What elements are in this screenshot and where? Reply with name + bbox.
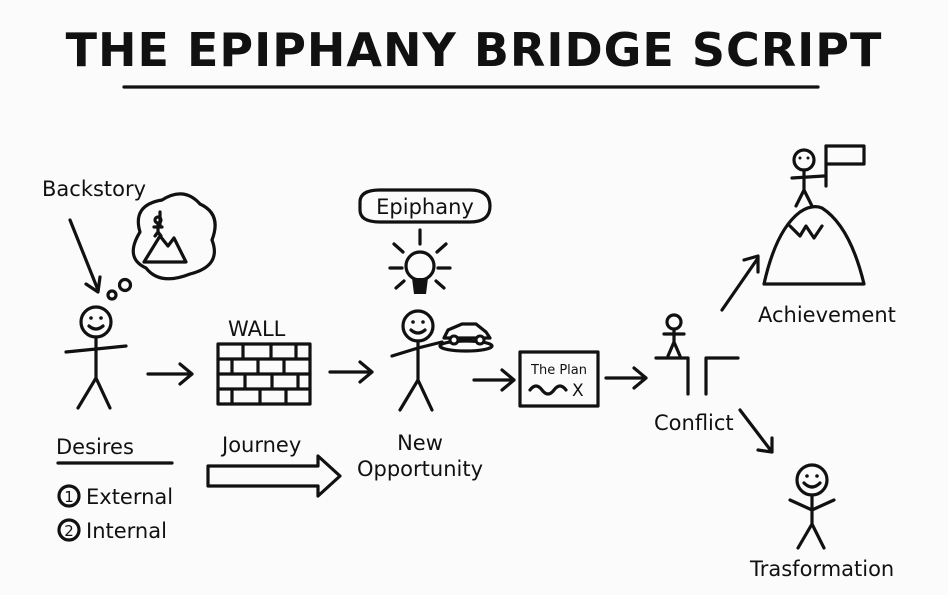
hero-stick-figure (64, 305, 128, 410)
transformation-label: Trasformation (749, 557, 894, 581)
opportunity-label: Opportunity (357, 457, 483, 481)
plan-box: The Plan X (518, 350, 600, 408)
epiphany-label: Epiphany (376, 195, 474, 219)
desires-label: Desires (56, 435, 134, 459)
thought-bubble-icon (106, 192, 217, 301)
plan-x-mark: X (572, 381, 584, 401)
car-icon (438, 322, 494, 353)
arrow-icon (472, 368, 516, 392)
epiphany-bubble: Epiphany (358, 188, 492, 224)
flag-icon (824, 144, 866, 188)
arrow-icon (604, 366, 648, 390)
external-label: External (86, 485, 173, 509)
opportunity-stick-figure (390, 309, 444, 412)
transformed-stick-figure (788, 463, 836, 550)
internal-number: 2 (64, 522, 74, 540)
conflict-gap (654, 313, 740, 396)
conflict-label: Conflict (654, 411, 734, 435)
arrow-icon (328, 360, 374, 384)
journey-label: Journey (220, 433, 301, 457)
journey-arrow-icon (206, 454, 342, 498)
internal-number-circle (57, 518, 81, 542)
backstory-arrow-icon (68, 218, 102, 294)
plan-label: The Plan (530, 363, 587, 378)
internal-label: Internal (86, 519, 167, 543)
external-number-circle (57, 484, 81, 508)
achievement-label: Achievement (758, 303, 896, 327)
wall-label: WALL (228, 317, 286, 341)
backstory-label: Backstory (42, 177, 146, 201)
arrow-icon (738, 408, 774, 454)
page-title: THE EPIPHANY BRIDGE SCRIPT (66, 23, 883, 77)
lightbulb-icon (388, 228, 452, 294)
new-label: New (397, 431, 443, 455)
summit-mountain-icon (762, 144, 866, 286)
brick-wall-icon (216, 342, 312, 406)
external-number: 1 (64, 488, 74, 506)
arrow-icon (146, 362, 194, 386)
arrow-icon (720, 254, 760, 312)
mountain-icon (142, 210, 188, 264)
